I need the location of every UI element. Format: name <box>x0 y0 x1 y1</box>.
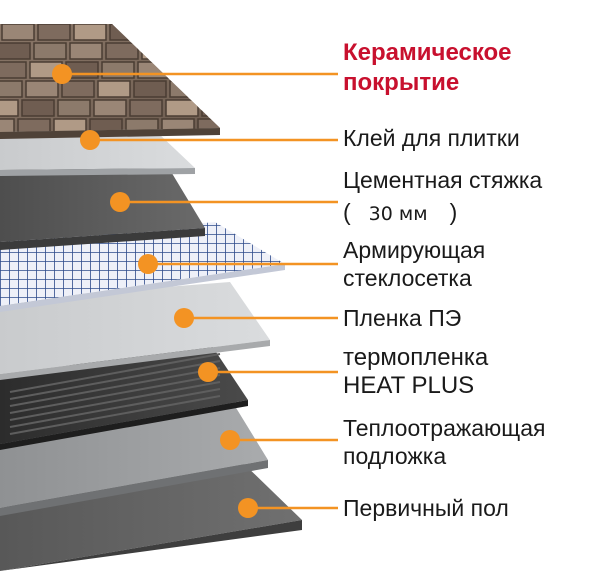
tile-square <box>53 118 87 132</box>
marker-dot-pe-film <box>174 308 194 328</box>
heat-film-stripe <box>9 360 221 400</box>
label-screed-line1: Цементная стяжка <box>343 167 543 193</box>
tile-square <box>25 80 59 98</box>
screed-thickness-value: 30 мм <box>368 203 428 225</box>
layer-heating-film <box>0 340 248 450</box>
tile-square <box>209 61 220 79</box>
tile-square <box>101 61 135 79</box>
tile-square <box>177 42 211 60</box>
layer-screed <box>0 160 205 250</box>
marker-dot-mesh <box>138 254 158 274</box>
label-tile-line1: Керамическое <box>343 39 512 66</box>
tile-square <box>33 42 67 60</box>
tile-square <box>37 24 71 41</box>
label-tile: Керамическое покрытие <box>343 38 512 98</box>
heat-film-stripe <box>9 353 221 393</box>
tile-square <box>89 118 123 132</box>
leader-lines <box>52 64 338 518</box>
layer-subfloor <box>0 460 302 571</box>
label-screed-thickness: (30 мм) <box>343 198 542 228</box>
label-adhesive: Клей для плитки <box>343 124 520 152</box>
label-screed: Цементная стяжка (30 мм) <box>343 166 542 228</box>
label-heating-film: термопленка HEAT PLUS <box>343 344 488 400</box>
tile-square <box>165 99 199 117</box>
tile-square <box>0 61 27 79</box>
heat-film-stripe <box>9 367 221 407</box>
heat-film-stripe <box>9 395 221 435</box>
tile-square <box>17 118 51 132</box>
label-pe-film: Пленка ПЭ <box>343 304 461 332</box>
tile-square <box>173 61 207 79</box>
tile-square <box>21 99 55 117</box>
tile-square <box>217 24 220 41</box>
label-tile-line2: покрытие <box>343 69 460 96</box>
tile-square <box>125 118 159 132</box>
marker-dot-reflective-underlay <box>220 430 240 450</box>
tile-square <box>141 42 175 60</box>
label-subfloor-line1: Первичный пол <box>343 495 509 521</box>
tile-square <box>0 80 23 98</box>
tile-square <box>137 61 171 79</box>
marker-dot-tile <box>52 64 72 84</box>
tile-square <box>129 99 163 117</box>
tile-square <box>0 99 19 117</box>
label-subfloor: Первичный пол <box>343 494 509 522</box>
marker-dot-heating-film <box>198 362 218 382</box>
tile-square <box>93 99 127 117</box>
marker-dot-screed <box>110 192 130 212</box>
tile-square <box>73 24 107 41</box>
tile-square <box>213 42 220 60</box>
tile-square <box>205 80 220 98</box>
tile-square <box>69 42 103 60</box>
tile-square <box>61 80 95 98</box>
tile-square <box>105 42 139 60</box>
tile-square <box>1 24 35 41</box>
label-reflective-underlay: Теплоотражающая подложка <box>343 414 545 470</box>
label-mesh: Армирующая стеклосетка <box>343 236 485 292</box>
label-heating-film-line2: HEAT PLUS <box>343 372 475 399</box>
tile-square <box>109 24 143 41</box>
layer-tile <box>0 24 220 139</box>
label-reflective-underlay-line2: подложка <box>343 443 447 469</box>
marker-dot-subfloor <box>238 498 258 518</box>
label-reflective-underlay-line1: Теплоотражающая <box>343 415 546 441</box>
tile-square <box>133 80 167 98</box>
paren-open: ( <box>343 199 351 225</box>
tile-square <box>181 24 215 41</box>
label-adhesive-line1: Клей для плитки <box>343 125 520 151</box>
tile-square <box>145 24 179 41</box>
layer-pe-film <box>0 282 270 380</box>
tile-square <box>0 42 31 60</box>
tile-square <box>0 118 15 132</box>
label-mesh-line2: стеклосетка <box>343 265 472 291</box>
tile-square <box>57 99 91 117</box>
paren-close: ) <box>449 199 458 225</box>
heat-film-stripe <box>9 388 221 428</box>
tile-square <box>169 80 203 98</box>
label-mesh-line1: Армирующая <box>343 237 486 263</box>
tile-square <box>97 80 131 98</box>
label-pe-film-line1: Пленка ПЭ <box>343 305 462 331</box>
layer-reflective-underlay <box>0 398 268 516</box>
label-heating-film-line1: термопленка <box>343 344 489 371</box>
marker-dot-adhesive <box>80 130 100 150</box>
tile-square <box>201 99 220 117</box>
heat-film-stripe <box>9 374 221 414</box>
heat-film-stripe <box>9 381 221 421</box>
